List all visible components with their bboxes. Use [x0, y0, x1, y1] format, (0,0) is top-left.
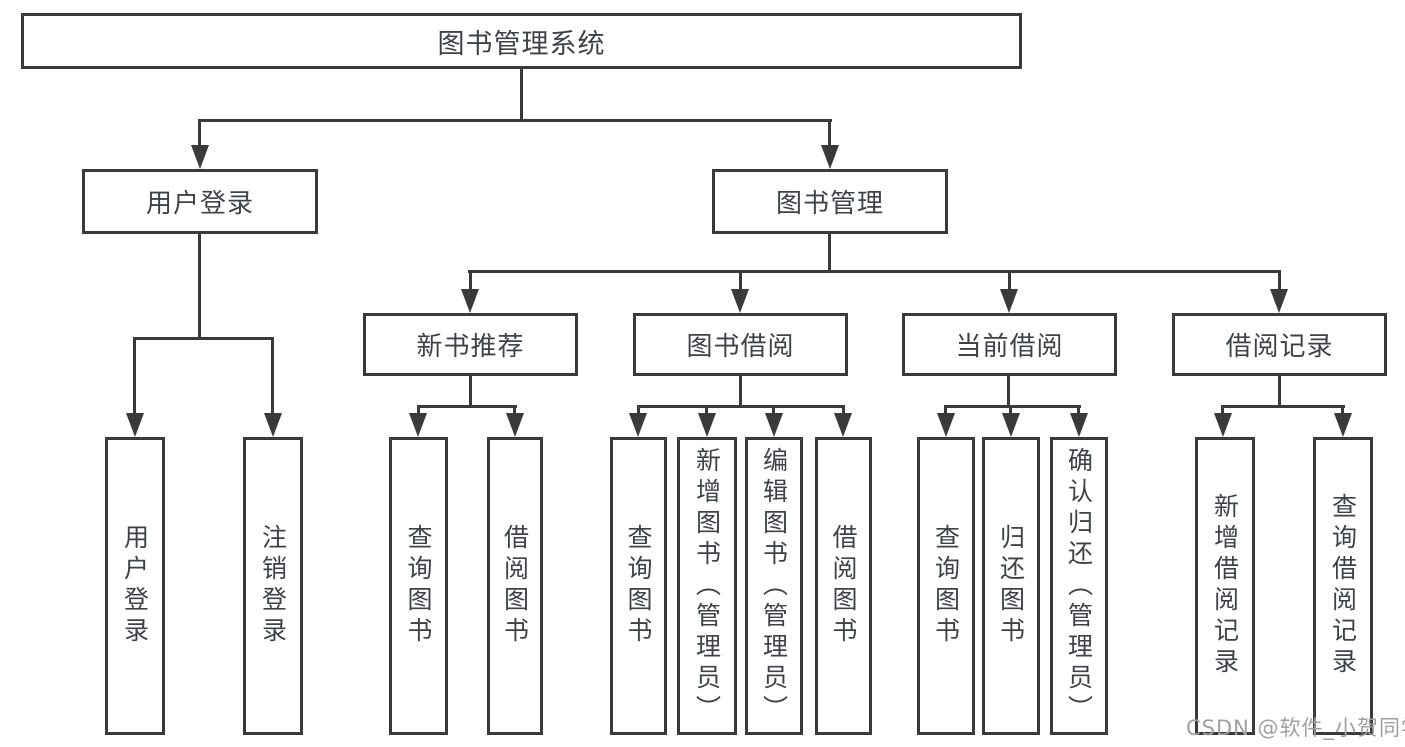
- arrowhead-down-icon: [937, 413, 955, 437]
- connector-drop: [772, 405, 775, 416]
- connector-drop: [417, 405, 420, 416]
- connector-drop: [1341, 405, 1344, 416]
- node-borrow-records: 借阅记录: [1172, 313, 1387, 376]
- connector-drop: [513, 405, 516, 416]
- node-records-add-borrow-record: 新增借阅记录: [1195, 437, 1255, 735]
- connector-root-stub: [520, 68, 523, 122]
- connector-drop: [705, 405, 708, 416]
- connector-drop: [842, 405, 845, 416]
- arrowhead-down-icon: [1214, 413, 1232, 437]
- arrowhead-down-icon: [1002, 413, 1020, 437]
- node-new-book-recommend: 新书推荐: [363, 313, 578, 376]
- connector-book-borrowing-branch: [637, 405, 845, 408]
- arrowhead-down-icon: [731, 289, 749, 313]
- connector-user-login-branch: [133, 337, 274, 340]
- arrowhead-down-icon: [126, 413, 144, 437]
- arrowhead-down-icon: [821, 145, 839, 169]
- node-book-management: 图书管理: [712, 169, 948, 234]
- node-current-query-books: 查询图书: [917, 437, 975, 735]
- arrowhead-down-icon: [1000, 289, 1018, 313]
- node-current-borrowing: 当前借阅: [902, 313, 1117, 376]
- node-user-login: 用户登录: [105, 437, 165, 735]
- node-records-query-borrow-record: 查询借阅记录: [1313, 437, 1373, 735]
- connector-drop-book-management: [828, 119, 831, 147]
- connector-drop: [1221, 405, 1224, 416]
- connector-borrow-records-branch: [1221, 405, 1345, 408]
- arrowhead-down-icon: [264, 413, 282, 437]
- node-book-borrowing: 图书借阅: [633, 313, 848, 376]
- connector-drop-user-login: [133, 337, 136, 416]
- node-borrowing-borrow-books: 借阅图书: [815, 437, 872, 735]
- connector-drop: [944, 405, 947, 416]
- arrowhead-down-icon: [629, 413, 647, 437]
- connector-drop-borrow-records: [1278, 270, 1281, 292]
- watermark: CSDN @软件_小贺同学: [1186, 716, 1405, 740]
- connector-user-login-stub: [198, 234, 201, 339]
- node-library-management-system: 图书管理系统: [21, 13, 1022, 69]
- connector-root-branch: [198, 119, 832, 122]
- node-user-login-group: 用户登录: [82, 169, 318, 234]
- arrowhead-down-icon: [409, 413, 427, 437]
- node-borrowing-add-books-admin: 新增图书（管理员）: [677, 437, 737, 735]
- connector-borrow-records-stub: [1278, 376, 1281, 408]
- connector-drop-user-login-group: [198, 119, 201, 147]
- connector-current-borrowing-stub: [1007, 376, 1010, 408]
- node-newbooks-query-books: 查询图书: [389, 437, 448, 735]
- node-current-return-books: 归还图书: [982, 437, 1040, 735]
- connector-drop-logout: [271, 337, 274, 416]
- connector-drop: [637, 405, 640, 416]
- arrowhead-down-icon: [834, 413, 852, 437]
- connector-book-borrowing-stub: [739, 376, 742, 408]
- arrowhead-down-icon: [191, 145, 209, 169]
- connector-book-mgmt-branch: [468, 270, 1281, 273]
- arrowhead-down-icon: [461, 289, 479, 313]
- arrowhead-down-icon: [698, 413, 716, 437]
- connector-book-mgmt-stub: [828, 234, 831, 273]
- arrowhead-down-icon: [1270, 289, 1288, 313]
- node-current-confirm-return-admin: 确认归还（管理员）: [1050, 437, 1108, 735]
- connector-drop: [1009, 405, 1012, 416]
- connector-drop-book-borrowing: [739, 270, 742, 292]
- node-newbooks-borrow-books: 借阅图书: [487, 437, 543, 735]
- connector-current-borrowing-branch: [944, 405, 1081, 408]
- connector-drop-current-borrowing: [1008, 270, 1011, 292]
- connector-drop: [1077, 405, 1080, 416]
- node-borrowing-edit-books-admin: 编辑图书（管理员）: [745, 437, 803, 735]
- arrowhead-down-icon: [1334, 413, 1352, 437]
- connector-new-books-branch: [417, 405, 517, 408]
- arrowhead-down-icon: [765, 413, 783, 437]
- node-logout: 注销登录: [243, 437, 303, 735]
- connector-new-books-stub: [469, 376, 472, 408]
- arrowhead-down-icon: [506, 413, 524, 437]
- node-borrowing-query-books: 查询图书: [610, 437, 667, 735]
- arrowhead-down-icon: [1070, 413, 1088, 437]
- connector-drop-new-books: [469, 270, 472, 292]
